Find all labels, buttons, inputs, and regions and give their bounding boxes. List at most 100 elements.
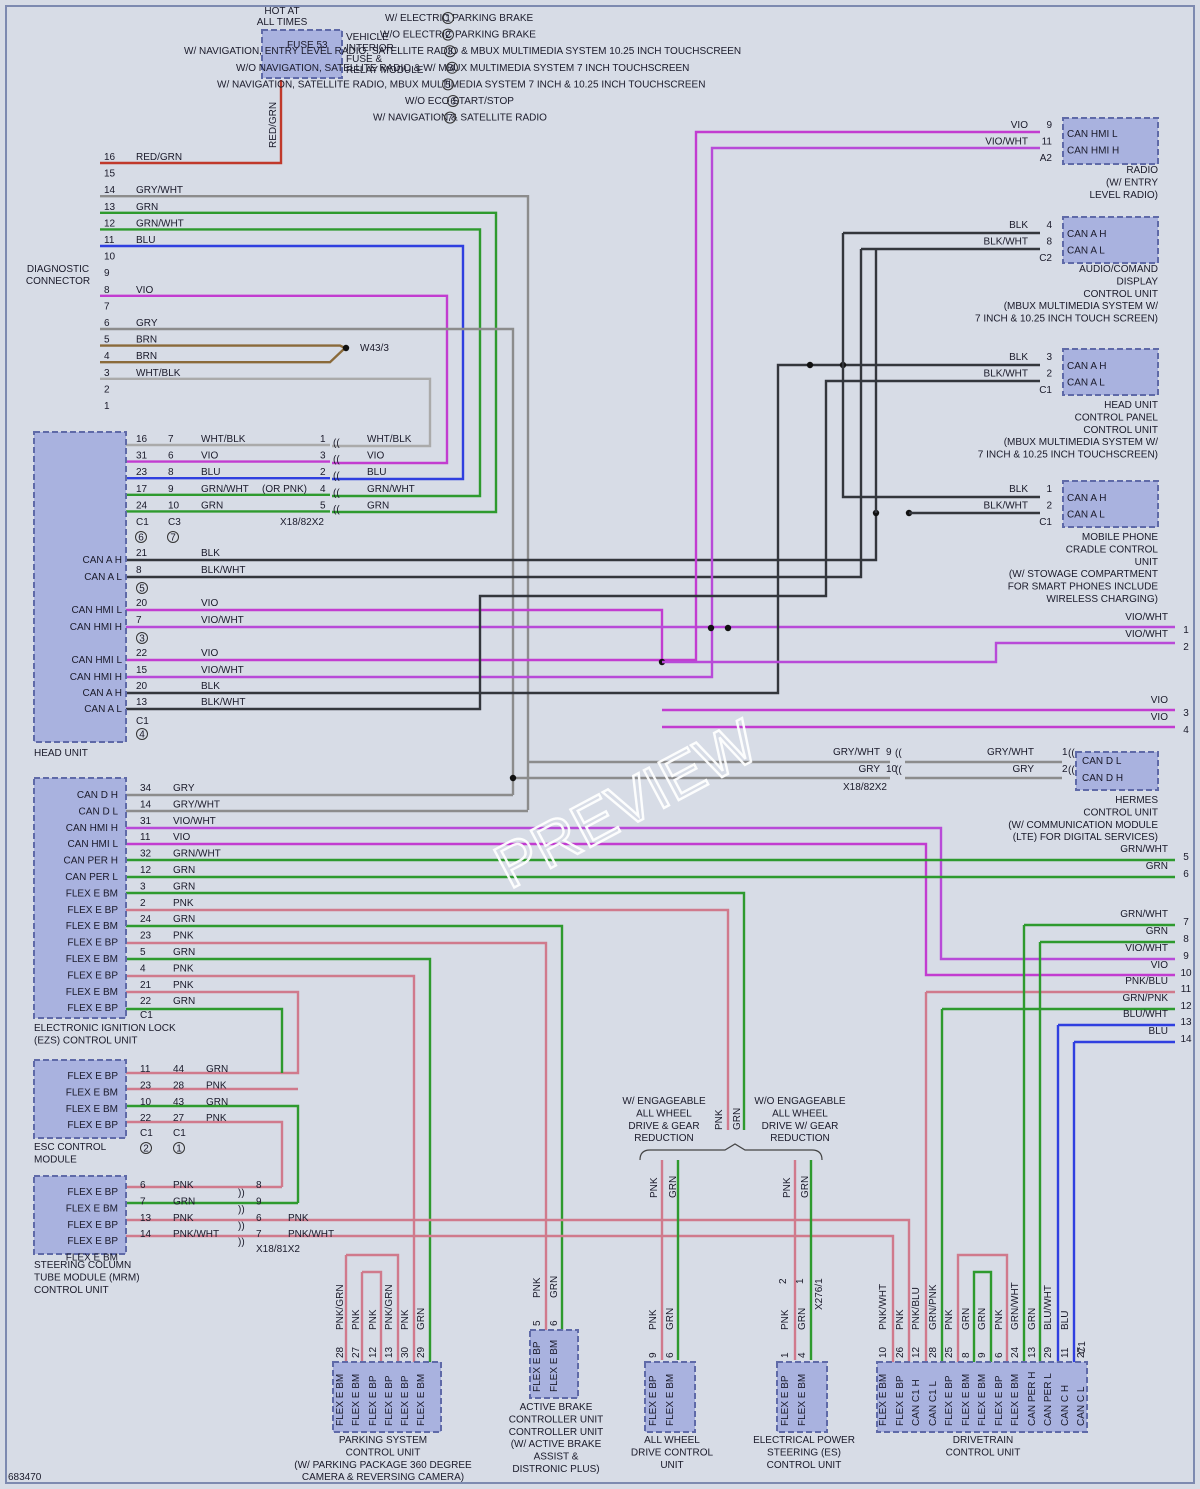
wire-grn-wht <box>100 228 482 498</box>
unit-parking <box>332 1361 442 1433</box>
connector-glyph: (( <box>333 471 340 482</box>
pin: 9 <box>886 747 892 758</box>
wire-label: PNK <box>351 1309 362 1330</box>
pin-label: CAN PER H <box>64 856 118 867</box>
wire-blk <box>126 363 1040 695</box>
pin-label: FLEX E BP <box>648 1375 659 1426</box>
wire-label: GRN <box>416 1308 427 1330</box>
diag-wire-label: BLU <box>136 235 155 246</box>
diag-wire-label: GRN/WHT <box>136 218 184 229</box>
connector-glyph: )) <box>238 1221 245 1232</box>
connector-label: C1 <box>140 1128 153 1139</box>
pin-label: CAN A L <box>84 704 122 715</box>
pin-label: CAN C1 L <box>928 1381 939 1426</box>
pin: 26 <box>895 1346 906 1358</box>
wire-label: GRN <box>173 914 195 925</box>
pin-label: FLEX E BP <box>67 1236 118 1247</box>
pin-label: CAN A H <box>83 688 122 699</box>
wire-label: GRN <box>173 996 195 1007</box>
diag-wire-label: VIO <box>136 285 153 296</box>
pin-label: CAN HMI H <box>1067 146 1119 157</box>
diag-wire-label: GRY/WHT <box>136 185 183 196</box>
pin-label: FLEX E BP <box>400 1375 411 1426</box>
wire-label: PNK <box>173 1180 194 1191</box>
wire <box>126 957 432 1362</box>
wire <box>126 908 730 1130</box>
connector-label: C1 <box>1039 517 1052 528</box>
wire-layer <box>100 80 1175 1362</box>
pin-label: CAN HMI H <box>66 823 118 834</box>
wire-can-hmi-l <box>126 608 664 662</box>
page-frame <box>5 5 1195 1484</box>
wire-label: VIO <box>173 832 190 843</box>
wire-label: GRN <box>173 881 195 892</box>
pin: 12 <box>911 1346 922 1358</box>
pin: 4 <box>140 963 146 974</box>
wire-label: VIO/WHT <box>173 816 216 827</box>
unit-audio <box>1062 216 1159 264</box>
unit-eps <box>776 1361 828 1433</box>
note-number: 2 <box>445 30 451 41</box>
unit-abc <box>529 1329 579 1399</box>
pin: 15 <box>136 665 148 676</box>
diag-pin: 5 <box>104 335 110 346</box>
connector-pin: 1 <box>795 1278 806 1284</box>
pin: 23 <box>140 1080 152 1091</box>
pin-label: CAN A L <box>1067 246 1105 257</box>
wire-wht-blk <box>100 377 432 448</box>
pin-label: FLEX E BP <box>67 1187 118 1198</box>
pin: 13 <box>1027 1346 1038 1358</box>
unit-awd <box>644 1361 696 1433</box>
x-connector-label: X18/82X2 <box>280 517 324 528</box>
diag-pin: 2 <box>104 384 110 395</box>
wire-label: GRN <box>367 500 389 511</box>
pin-label: FLEX E BM <box>66 1203 118 1214</box>
diag-pin: 4 <box>104 351 110 362</box>
wire-label: PNK <box>173 963 194 974</box>
pin: 31 <box>140 816 152 827</box>
wire-label: BLU <box>201 467 220 478</box>
pin: 24 <box>136 500 148 511</box>
wire-label: PNK <box>714 1109 725 1130</box>
note-number: 1 <box>176 1144 182 1155</box>
splice-dot <box>509 774 517 782</box>
wire <box>126 1218 911 1362</box>
wire-label: GRY/WHT <box>173 799 220 810</box>
splice-dot <box>342 344 350 352</box>
diag-wire-label: RED/GRN <box>136 152 182 163</box>
connector-glyph: (( <box>1068 765 1075 776</box>
wire-label: GRN <box>732 1108 743 1130</box>
pin: 44 <box>173 1064 185 1075</box>
connector-pin: 2 <box>320 467 326 478</box>
connector-pin: 3 <box>320 451 326 462</box>
wire-label: VIO/WHT <box>985 137 1028 148</box>
wire <box>126 891 746 1130</box>
offpage-wire-label: GRN <box>1146 861 1168 872</box>
pin-label: FLEX E BP <box>532 1341 543 1392</box>
offpage-number: 2 <box>1183 642 1189 653</box>
wire-label: PNK <box>895 1309 906 1330</box>
pin: 3 <box>1046 352 1052 363</box>
splice-dot <box>707 624 715 632</box>
pin: 8 <box>1046 237 1052 248</box>
pin: 14 <box>140 1229 152 1240</box>
note-number: 7 <box>170 533 176 544</box>
x-connector-label: X276/1 <box>814 1278 825 1310</box>
note-number: 5 <box>139 584 145 595</box>
eis-name: ELECTRONIC IGNITION LOCK(EZS) CONTROL UN… <box>34 1023 176 1046</box>
wire-label: PNK <box>400 1309 411 1330</box>
x-connector-label: X18/81X2 <box>256 1244 300 1255</box>
wire-label: PNK/WHT <box>173 1229 219 1240</box>
offpage-number: 6 <box>1183 869 1189 880</box>
offpage-wire-label: GRN/WHT <box>1120 844 1168 855</box>
offpage-number: 11 <box>1181 984 1192 995</box>
pin-label: FLEX E BP <box>895 1375 906 1426</box>
diag-pin: 12 <box>104 218 116 229</box>
note-circle <box>136 632 148 644</box>
